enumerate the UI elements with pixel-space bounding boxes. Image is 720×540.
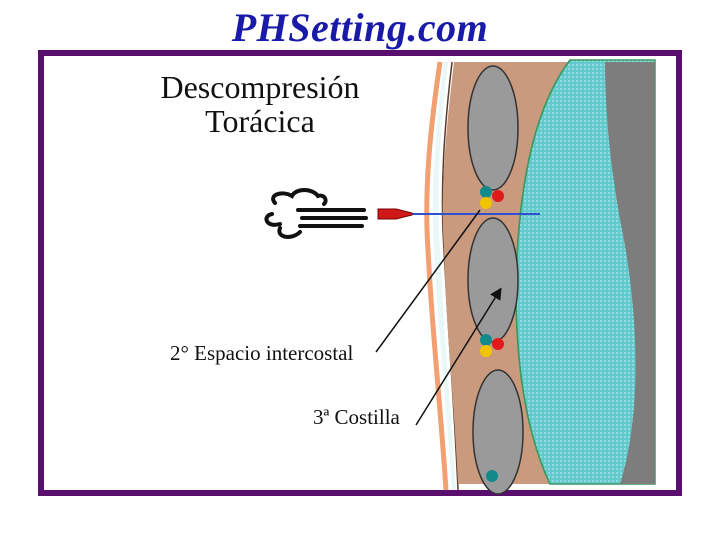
- subcutaneous-layer: [432, 62, 456, 490]
- slide-title: Descompresión Torácica: [100, 70, 420, 138]
- site-title: PHSetting.com: [231, 5, 489, 50]
- rib-label: 3ª Costilla: [313, 405, 400, 429]
- needle-hub: [377, 208, 413, 220]
- artery-dot: [492, 190, 504, 202]
- skin-layer: [424, 61, 449, 491]
- rib-middle: [467, 217, 519, 343]
- air-release-icon: [264, 188, 368, 239]
- nerve-dot: [480, 186, 492, 198]
- rib-pointer-line: [415, 287, 502, 426]
- nerve-dot: [480, 334, 492, 346]
- artery-dot: [492, 338, 504, 350]
- rib-upper: [467, 65, 519, 191]
- rib-lower: [472, 369, 524, 495]
- slide-title-line1: Descompresión: [160, 69, 360, 105]
- vein-dot: [480, 197, 492, 209]
- intercostal-label: 2° Espacio intercostal: [170, 341, 354, 365]
- lung-dark-region: [605, 62, 655, 484]
- slide-title-line2: Torácica: [205, 103, 315, 139]
- nerve-dot: [486, 470, 498, 482]
- intercostal-pointer-line: [375, 209, 481, 353]
- pleura-edge: [515, 59, 571, 485]
- vein-dot: [480, 345, 492, 357]
